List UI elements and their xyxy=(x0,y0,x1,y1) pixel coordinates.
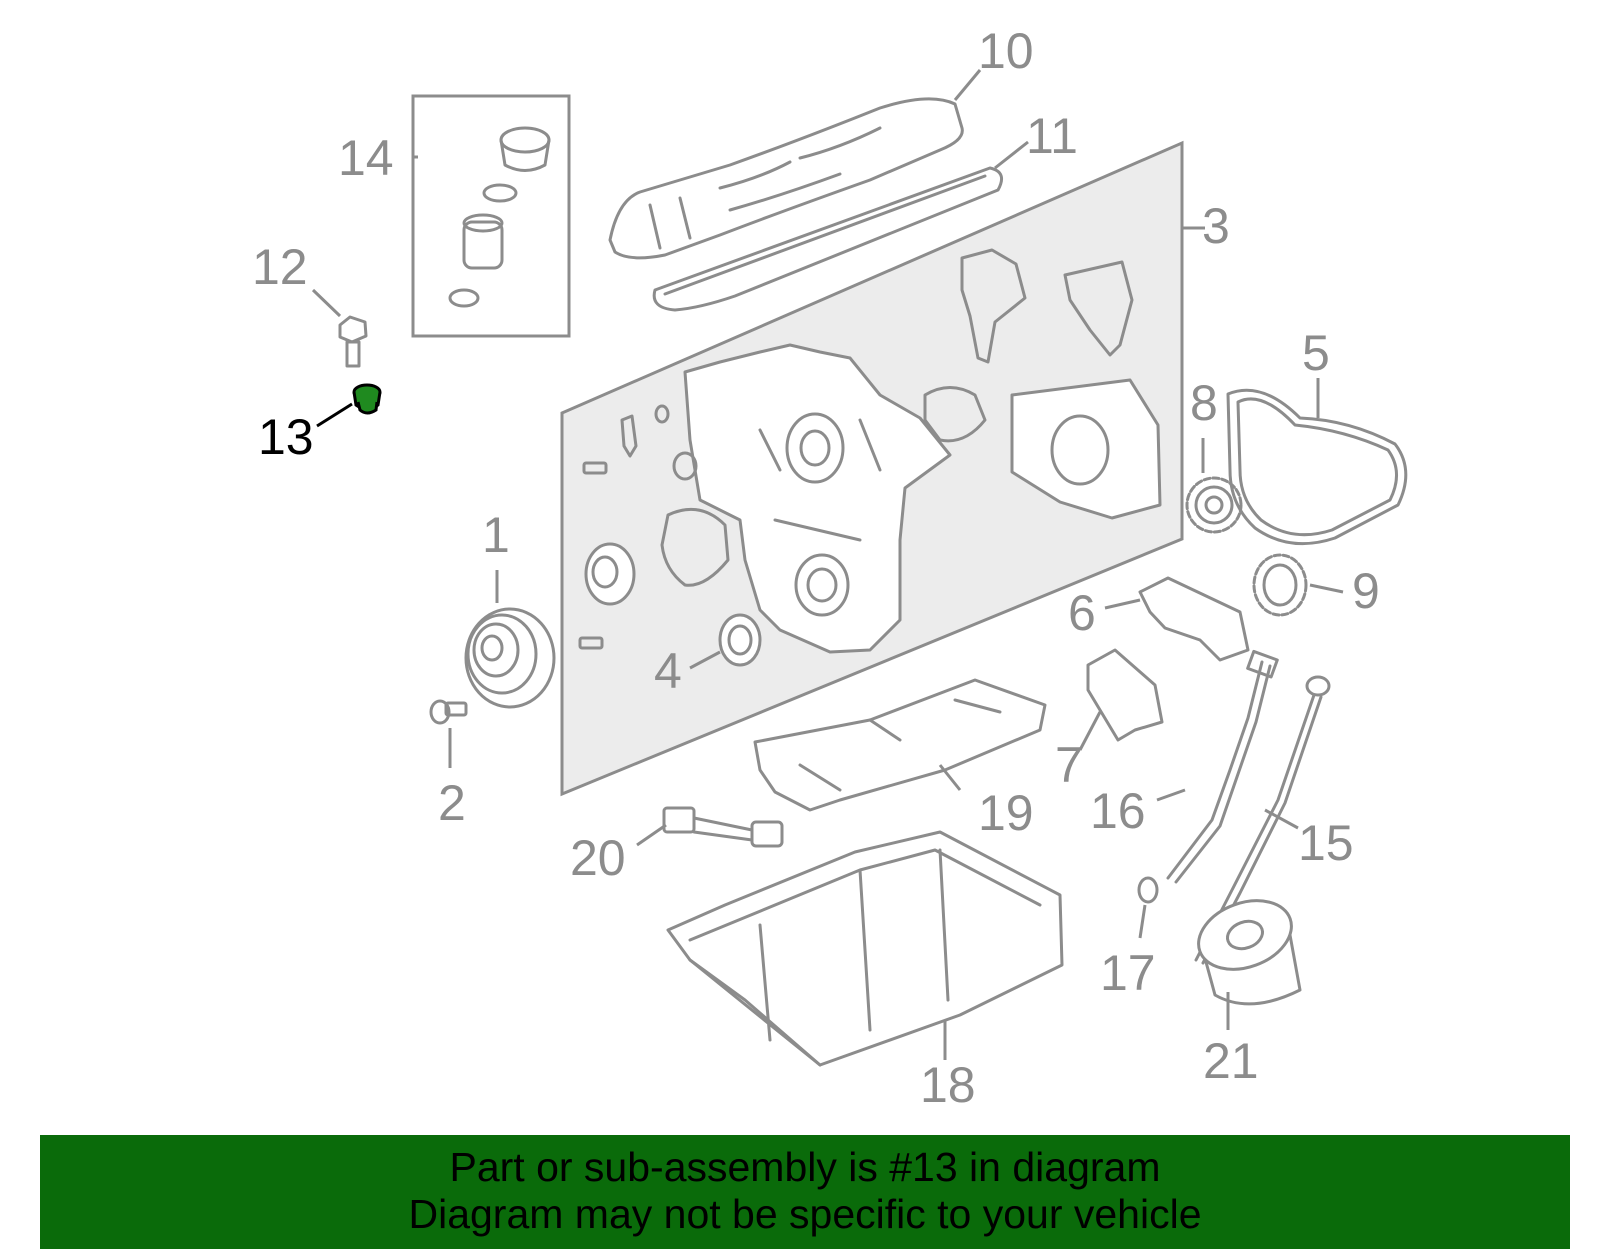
callout-17[interactable]: 17 xyxy=(1100,945,1156,1001)
leader-lines xyxy=(311,69,1344,1060)
part-4-crank-seal[interactable] xyxy=(718,613,762,667)
part-5-timing-chain[interactable] xyxy=(1226,388,1408,546)
part-10-valve-cover[interactable] xyxy=(608,97,964,260)
part-16-dipstick-tube[interactable] xyxy=(1166,649,1279,884)
callout-16[interactable]: 16 xyxy=(1090,783,1146,839)
callout-9[interactable]: 9 xyxy=(1352,563,1380,619)
callout-21[interactable]: 21 xyxy=(1203,1033,1259,1089)
info-banner: Part or sub-assembly is #13 in diagram D… xyxy=(40,1135,1570,1249)
part-20-sensor[interactable] xyxy=(662,806,784,848)
part-7-tensioner[interactable] xyxy=(1086,648,1164,742)
part-8-sprocket[interactable] xyxy=(1185,476,1243,534)
callout-5[interactable]: 5 xyxy=(1302,325,1330,381)
part-11-valve-cover-gasket[interactable] xyxy=(652,166,1004,312)
part-6-chain-guide[interactable] xyxy=(1138,576,1250,662)
callout-4[interactable]: 4 xyxy=(654,643,682,699)
banner-line-part: Part or sub-assembly is #13 in diagram xyxy=(449,1144,1161,1190)
callout-13[interactable]: 13 xyxy=(258,409,314,465)
part-12-bolt[interactable] xyxy=(338,315,368,368)
callout-11[interactable]: 11 xyxy=(1026,108,1078,164)
callout-14[interactable]: 14 xyxy=(338,130,394,186)
part-14-oil-fill-kit[interactable] xyxy=(411,94,571,338)
callout-7[interactable]: 7 xyxy=(1055,737,1083,793)
callout-3[interactable]: 3 xyxy=(1202,198,1230,254)
callout-1[interactable]: 1 xyxy=(482,507,510,563)
banner-line-disclaimer: Diagram may not be specific to your vehi… xyxy=(408,1191,1202,1237)
part-18-oil-pan[interactable] xyxy=(666,830,1064,1067)
callout-15[interactable]: 15 xyxy=(1298,815,1354,871)
callout-19[interactable]: 19 xyxy=(978,785,1034,841)
timing-cover[interactable] xyxy=(683,343,952,654)
callout-12[interactable]: 12 xyxy=(252,239,308,295)
callout-8[interactable]: 8 xyxy=(1190,375,1218,431)
part-1-balancer[interactable] xyxy=(464,607,556,709)
kit-small-parts xyxy=(578,248,1162,650)
part-21-oil-filter[interactable] xyxy=(1189,889,1302,1006)
callout-20[interactable]: 20 xyxy=(570,830,626,886)
callout-18[interactable]: 18 xyxy=(920,1057,976,1113)
callout-2[interactable]: 2 xyxy=(438,775,466,831)
callout-labels: 10 11 3 14 12 13 1 2 4 5 8 9 6 7 19 20 1… xyxy=(252,23,1380,1113)
callout-6[interactable]: 6 xyxy=(1068,585,1096,641)
part-2-balancer-bolt[interactable] xyxy=(429,699,468,725)
part-13-highlighted[interactable] xyxy=(352,383,382,415)
part-17-o-ring[interactable] xyxy=(1137,876,1159,904)
part-9-sprocket-ring[interactable] xyxy=(1252,553,1308,617)
callout-10[interactable]: 10 xyxy=(978,23,1034,79)
